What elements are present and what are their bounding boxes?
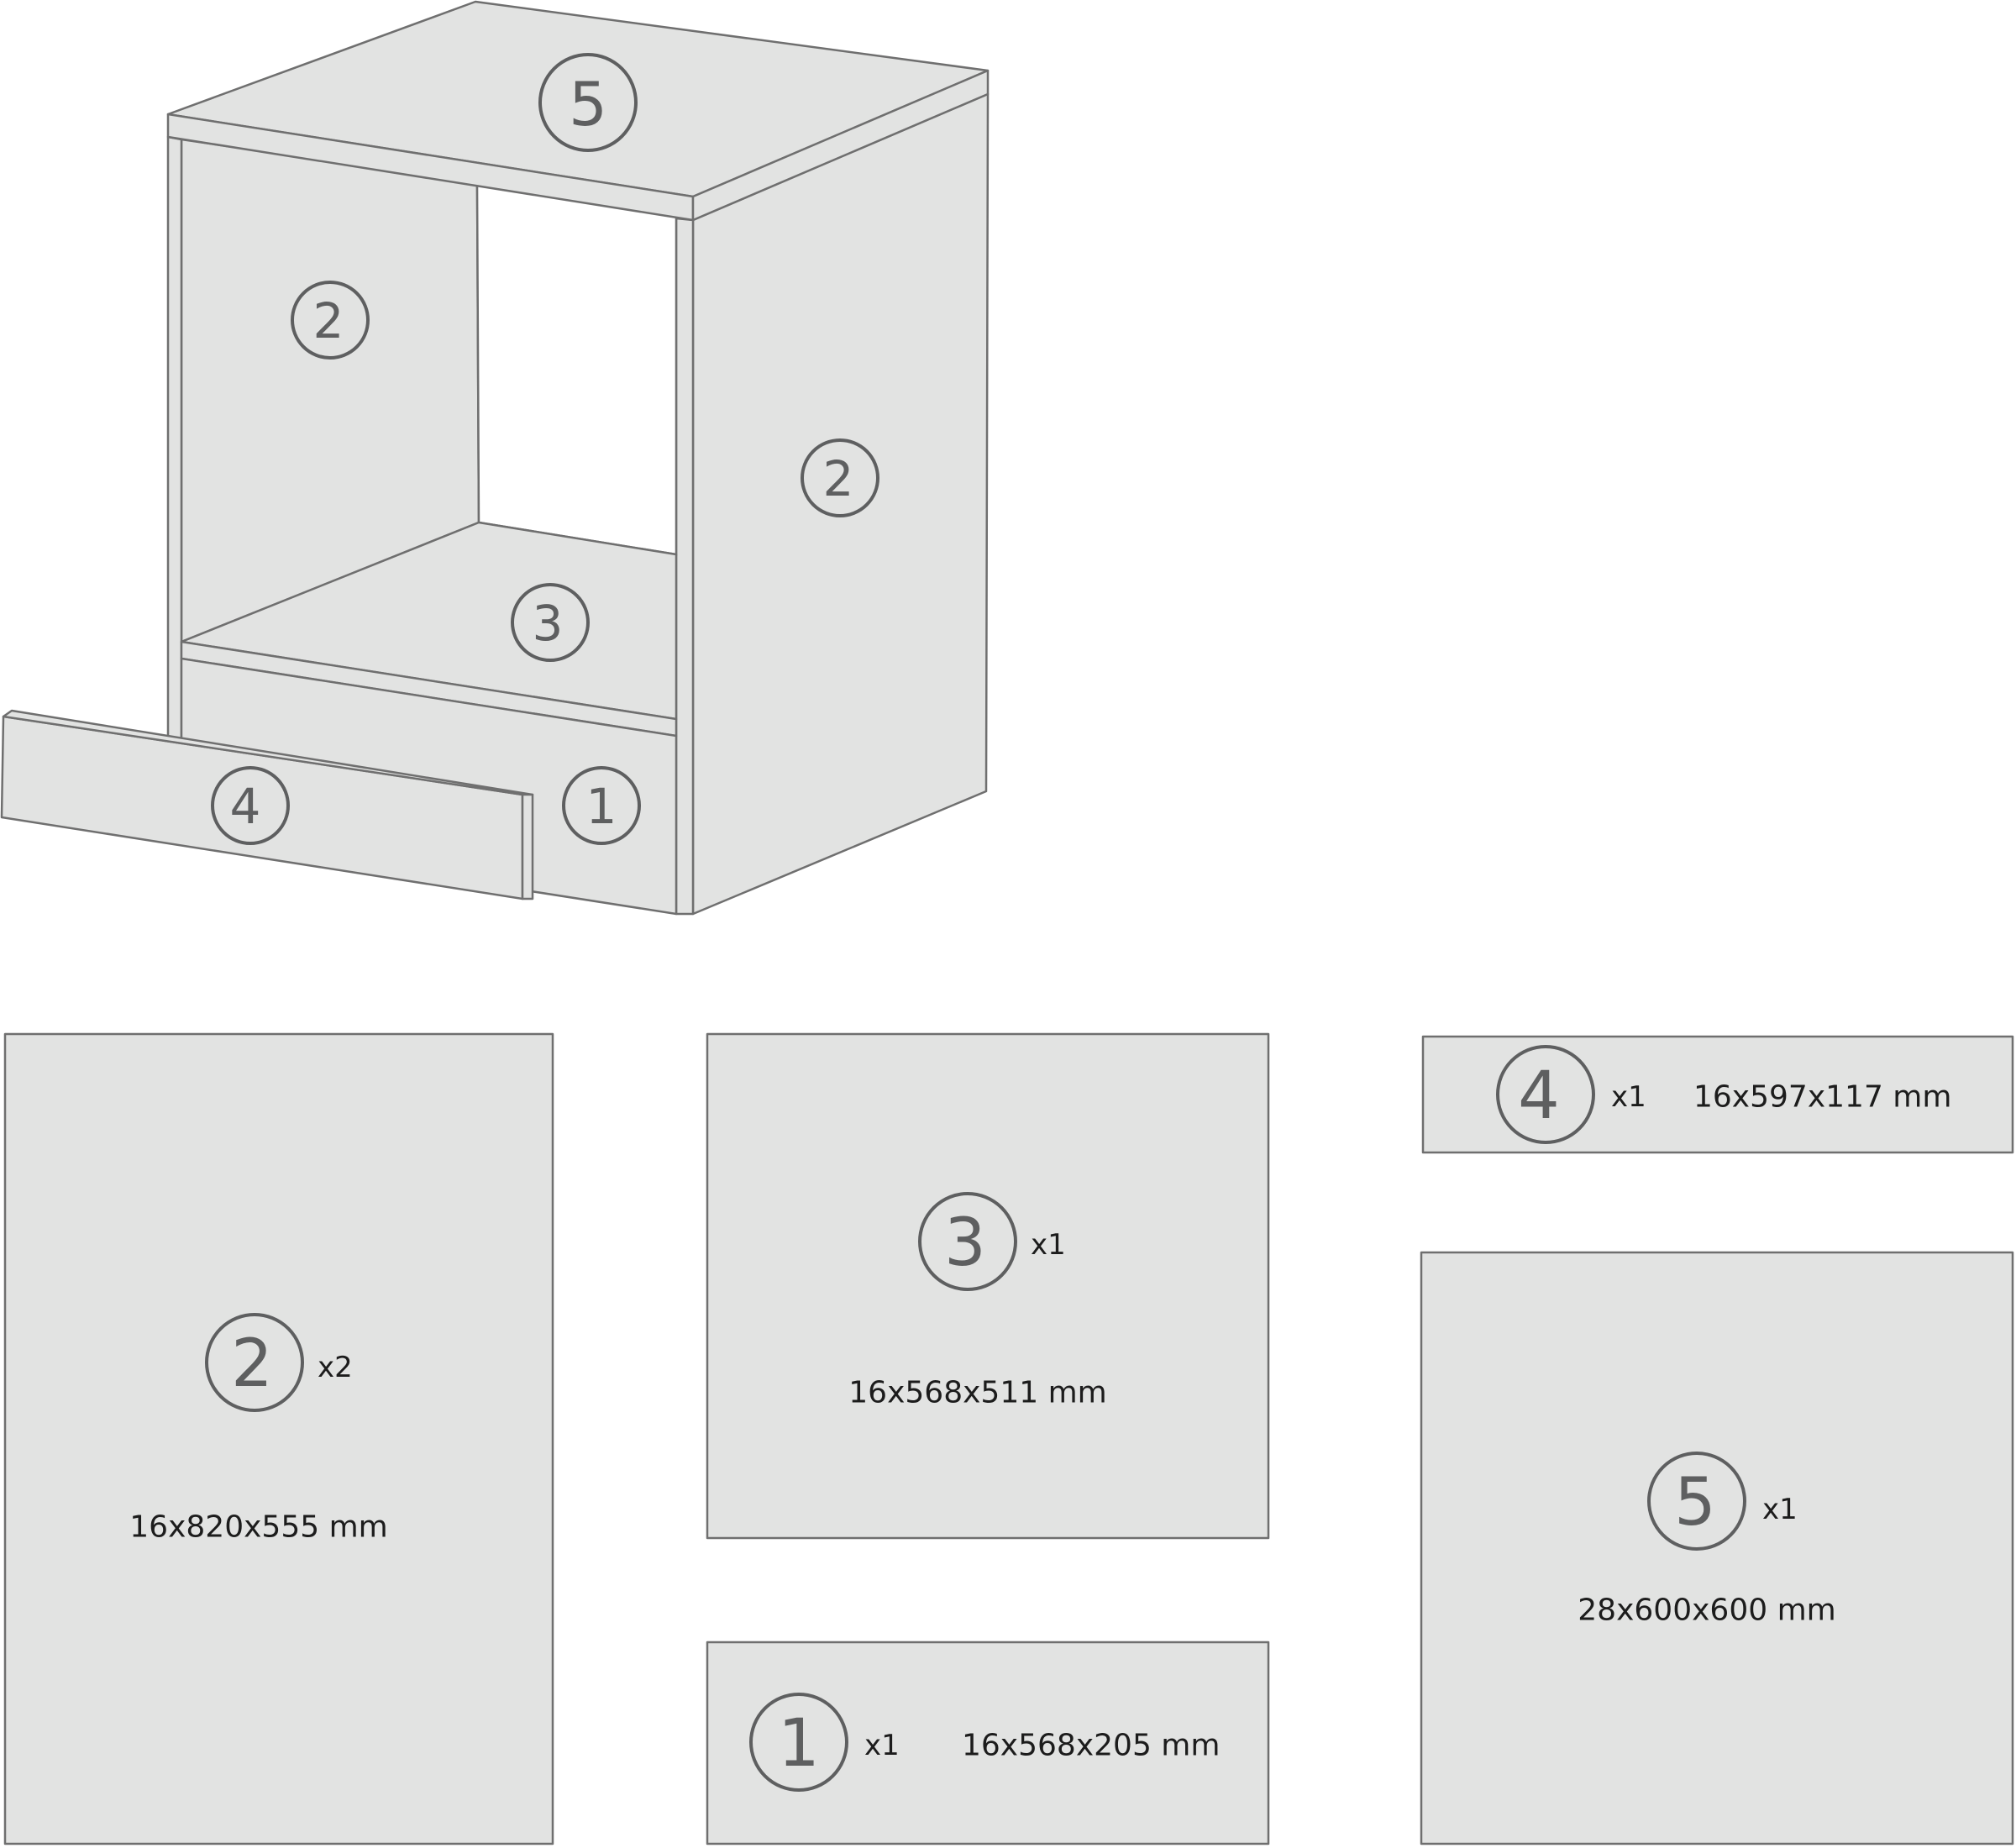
part-number-5: 5 (1674, 1465, 1716, 1541)
top-panel-right-edge (691, 69, 990, 222)
part-qty-1: x1 (864, 1729, 900, 1762)
part-panel-4 (1421, 1035, 2014, 1154)
part-number-1: 1 (778, 1706, 820, 1782)
callout-top: 5 (538, 53, 638, 152)
part-number-badge-4 (1496, 1045, 1595, 1144)
part-number-4: 4 (1518, 1058, 1560, 1134)
svg-text:4: 4 (230, 778, 261, 835)
callout-shelf: 3 (511, 583, 590, 662)
part-dims-5: 28x600x600 mm (1578, 1593, 1835, 1628)
svg-text:5: 5 (569, 69, 607, 139)
drawer-front-side-edge (521, 793, 534, 900)
callout-drawer-front: 4 (211, 766, 290, 845)
svg-text:1: 1 (586, 778, 617, 835)
part-qty-3: x1 (1031, 1228, 1066, 1262)
part-dims-2: 16x820x555 mm (129, 1510, 387, 1545)
part-panel-2 (3, 1032, 554, 1845)
part-number-badge-5 (1647, 1452, 1746, 1551)
part-dims-3: 16x568x511 mm (848, 1376, 1106, 1410)
left-side-panel-edge (166, 135, 183, 741)
back-opening (475, 181, 678, 556)
part-qty-5: x1 (1762, 1493, 1798, 1526)
callout-back-rail: 1 (562, 766, 641, 845)
svg-text:3: 3 (533, 595, 564, 652)
part-panel-1 (706, 1641, 1270, 1845)
part-card-1: 1 x1 16x568x205 mm (706, 1641, 1270, 1845)
part-qty-4: x1 (1611, 1080, 1646, 1114)
part-dims-4: 16x597x117 mm (1693, 1080, 1951, 1115)
callout-right-side: 2 (801, 438, 879, 517)
part-number-badge-2 (205, 1313, 304, 1412)
part-card-5: 5 x1 28x600x600 mm (1420, 1251, 2014, 1845)
part-panel-5 (1420, 1251, 2014, 1845)
callout-left-side: 2 (291, 281, 370, 360)
svg-text:2: 2 (313, 292, 344, 349)
right-side-panel-edge (675, 217, 695, 916)
part-dims-1: 16x568x205 mm (962, 1729, 1220, 1763)
part-number-2: 2 (231, 1326, 273, 1402)
part-card-2: 2 x2 16x820x555 mm (3, 1032, 554, 1845)
part-card-3: 3 x1 16x568x511 mm (706, 1032, 1270, 1540)
assembly-view: 5 2 2 3 4 1 (0, 0, 990, 916)
part-number-badge-3 (918, 1192, 1017, 1291)
part-card-4: 4 x1 16x597x117 mm (1421, 1035, 2014, 1154)
svg-text:2: 2 (823, 450, 854, 507)
part-number-badge-1 (749, 1693, 848, 1792)
part-number-3: 3 (944, 1205, 986, 1281)
part-qty-2: x2 (318, 1351, 353, 1384)
